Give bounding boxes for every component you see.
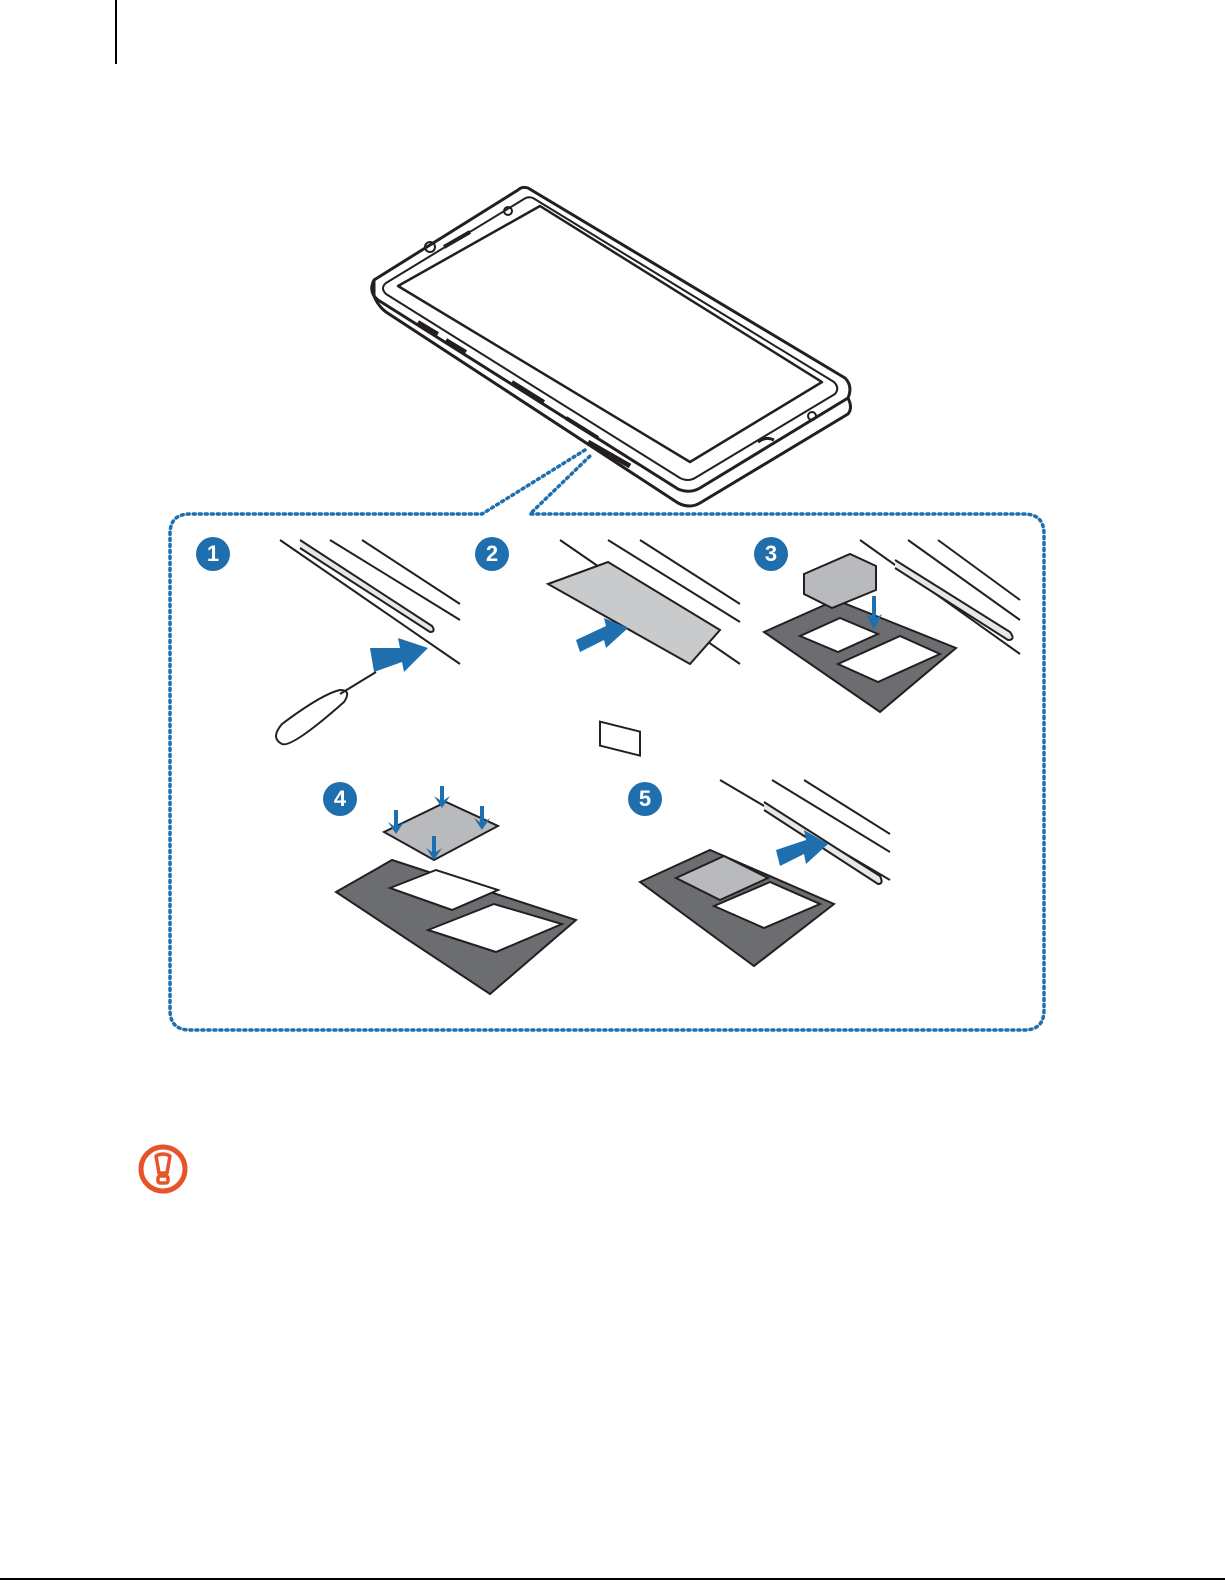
step-4-illustration: [336, 786, 576, 994]
step-1-badge: 1: [196, 537, 230, 571]
page-bottom-rule: [0, 1578, 1225, 1580]
step-2-badge: 2: [475, 537, 509, 571]
step-3-badge: 3: [754, 537, 788, 571]
step-1-illustration: [276, 540, 460, 744]
phone-illustration: [372, 187, 851, 506]
exclamation-caution-icon: [136, 1142, 190, 1196]
step-5-illustration: [640, 780, 890, 966]
sim-installation-figure: [0, 0, 1225, 1100]
step-3-illustration: [764, 540, 1020, 712]
step-5-badge: 5: [628, 782, 662, 816]
step-2-illustration: [548, 540, 740, 756]
step-4-badge: 4: [323, 782, 357, 816]
